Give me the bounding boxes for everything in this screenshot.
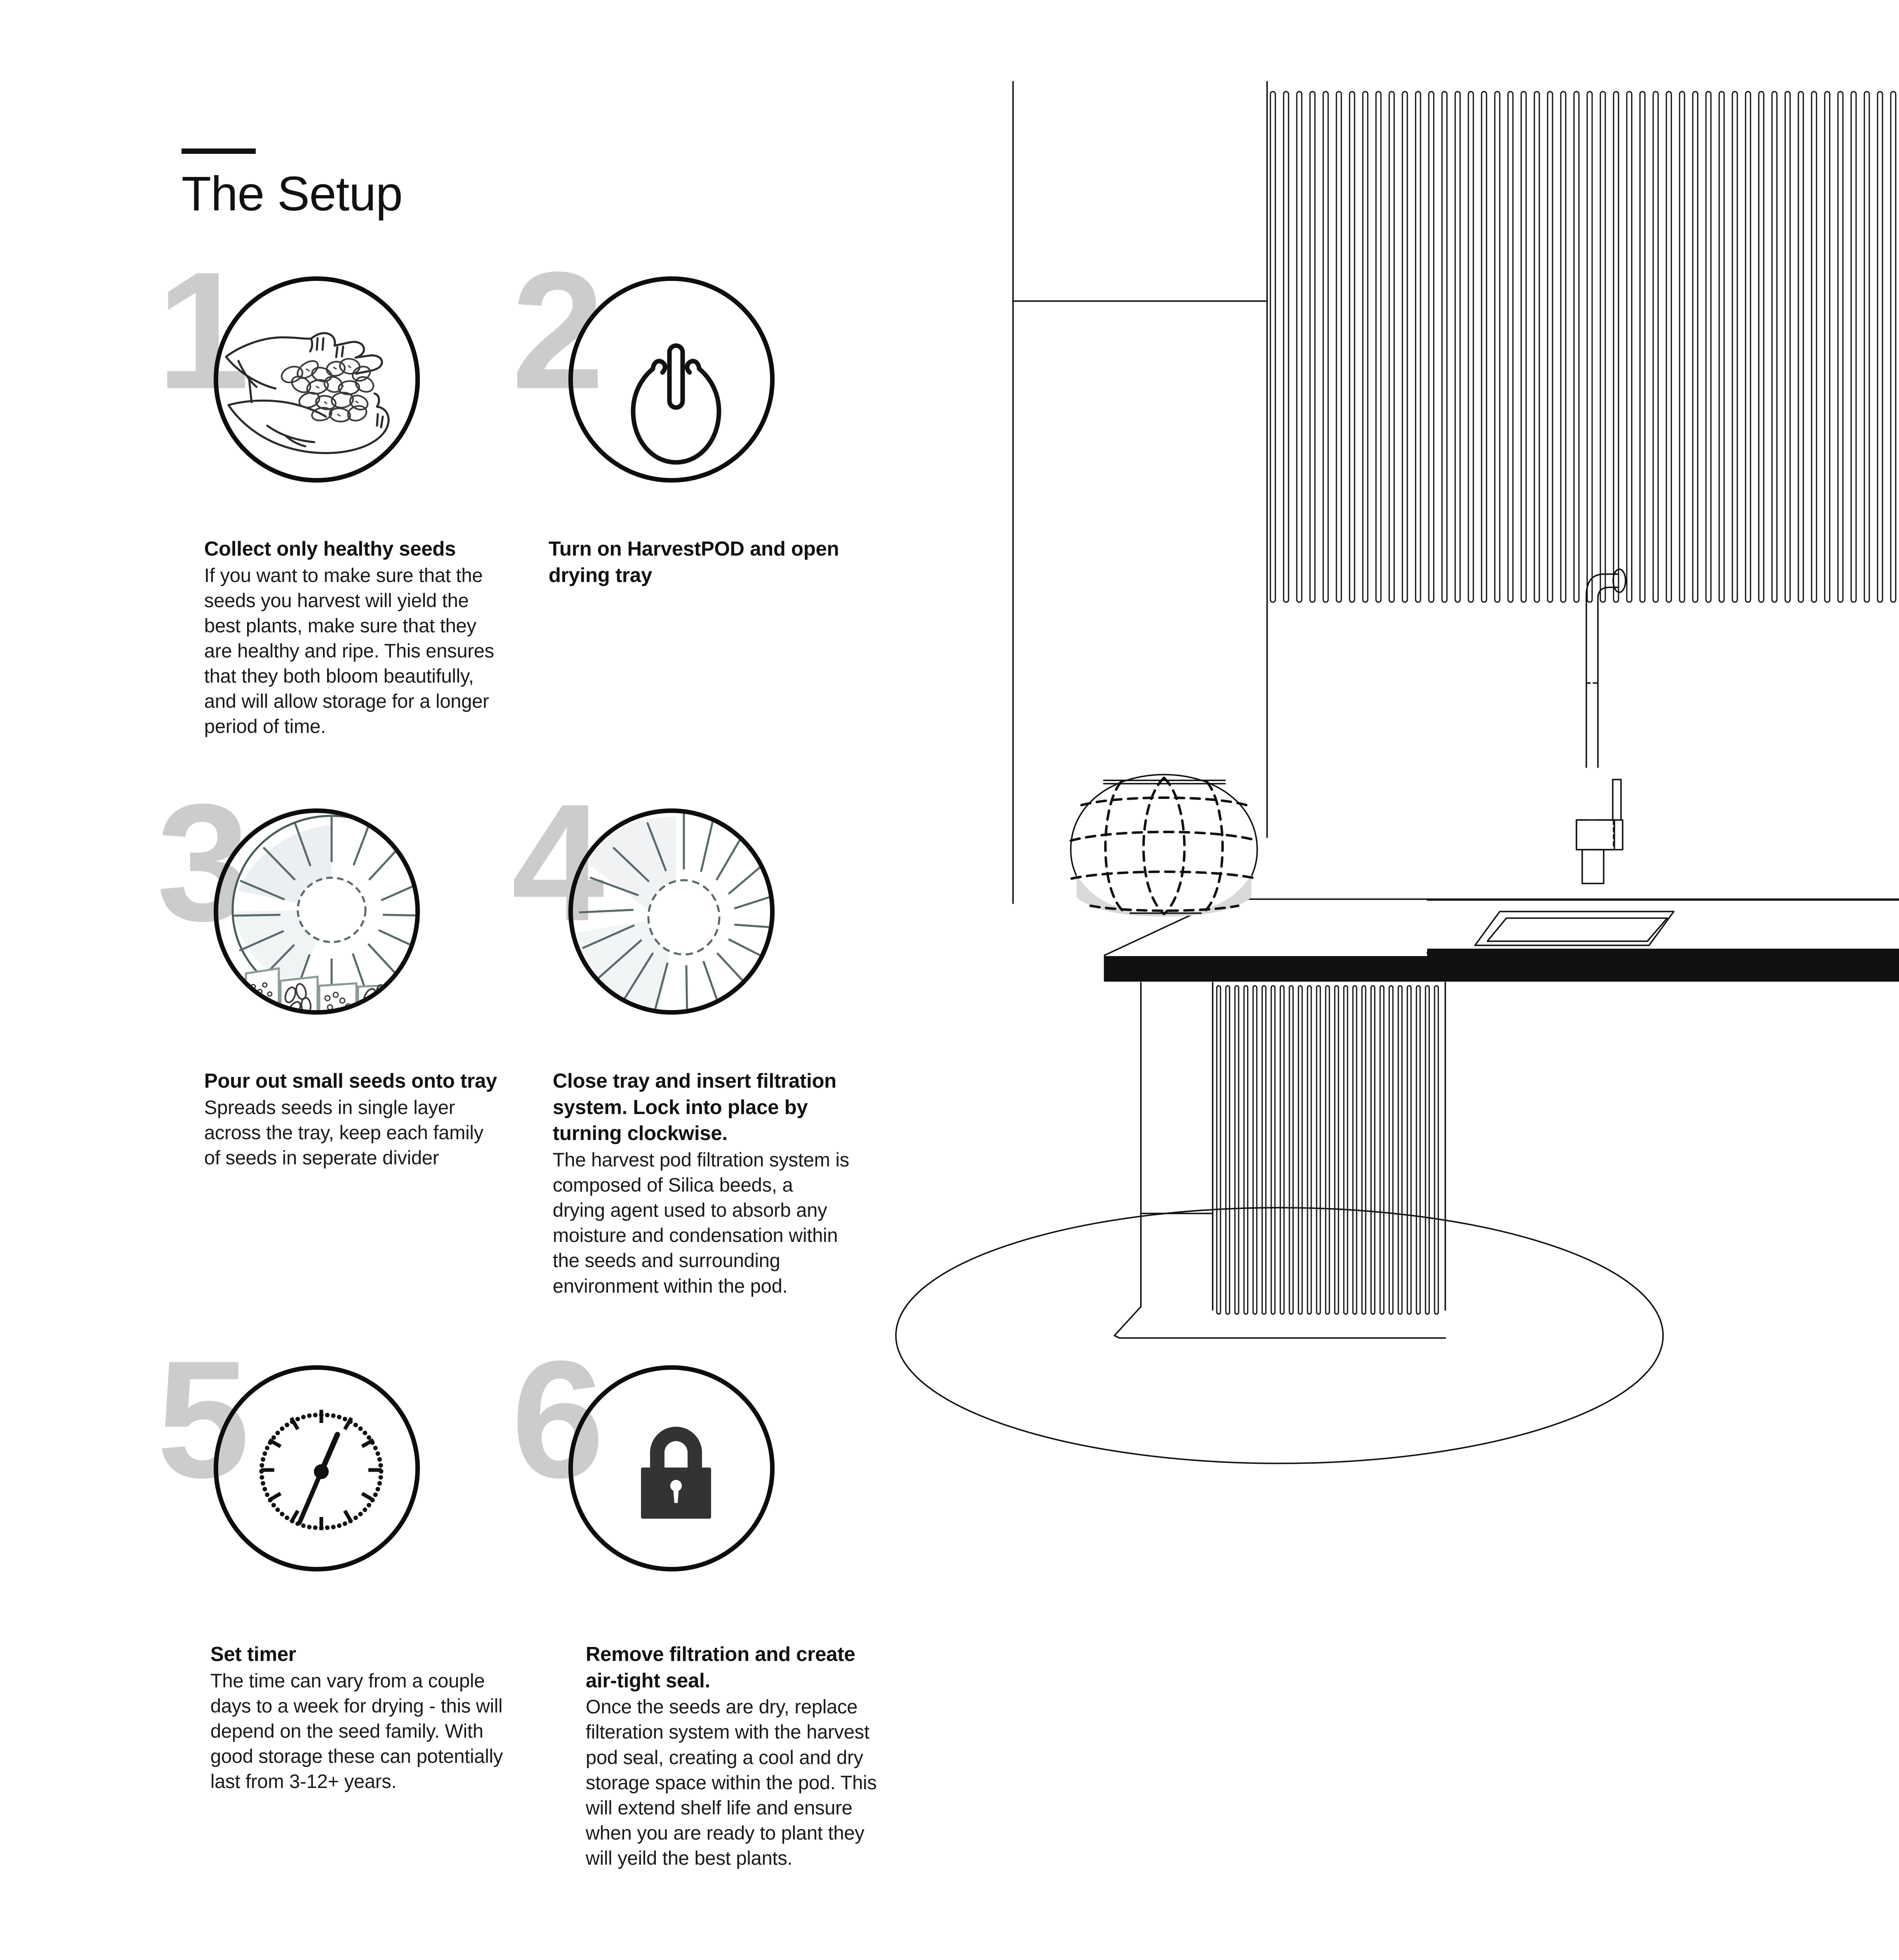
step-icon-wrap: 1 [157, 247, 420, 495]
step-item-5: 5 [157, 1336, 503, 1792]
open-radial-tray-with-seeds-illustration [214, 808, 420, 1015]
step-body-5: The time can vary from a couple days to … [210, 1669, 503, 1793]
step-heading-4: Close tray and insert filtration system.… [553, 1070, 836, 1145]
step-item-1: 1 [157, 247, 494, 737]
step-item-2: 2 Turn on HarvestPOD and open drying tra… [511, 247, 839, 587]
step-text-5: Set timer The time can vary from a coupl… [210, 1642, 507, 1794]
step-body-3: Spreads seeds in single layer across the… [204, 1096, 483, 1168]
step-body-6: Once the seeds are dry, replace filterat… [586, 1696, 877, 1869]
step-text-1: Collect only healthy seeds If you want t… [204, 536, 501, 739]
closed-radial-tray-illustration [568, 808, 775, 1015]
step-item-6: 6 Remove filtration and create air-tight… [511, 1336, 877, 1869]
page-title: The Setup [181, 167, 403, 221]
kitchen-island-elevation-with-harvestpod [846, 0, 1899, 1551]
step-icon-wrap: 6 [511, 1336, 775, 1584]
step-text-4: Close tray and insert filtration system.… [553, 1068, 850, 1298]
page-title-block: The Setup [181, 148, 403, 221]
step-text-2: Turn on HarvestPOD and open drying tray [549, 536, 846, 589]
step-text-3: Pour out small seeds onto tray Spreads s… [204, 1068, 501, 1170]
lock-icon [568, 1365, 775, 1571]
step-body-4: The harvest pod filtration system is com… [553, 1149, 849, 1297]
step-body-1: If you want to make sure that the seeds … [204, 564, 494, 737]
step-text-6: Remove filtration and create air-tight s… [586, 1642, 883, 1870]
step-heading-3: Pour out small seeds onto tray [204, 1070, 497, 1092]
power-icon [568, 276, 775, 483]
step-icon-wrap: 3 [157, 779, 420, 1027]
step-heading-5: Set timer [210, 1643, 296, 1666]
step-heading-1: Collect only healthy seeds [204, 538, 456, 560]
step-heading-2: Turn on HarvestPOD and open drying tray [549, 538, 839, 587]
clock-icon [214, 1365, 420, 1571]
step-item-4: 4 [511, 779, 849, 1297]
step-heading-6: Remove filtration and create air-tight s… [586, 1643, 855, 1692]
step-icon-wrap: 2 [511, 247, 775, 495]
step-icon-wrap: 5 [157, 1336, 420, 1584]
step-icon-wrap: 4 [511, 779, 775, 1027]
step-item-3: 3 [157, 779, 497, 1168]
hand-with-seeds-illustration [214, 276, 420, 483]
title-rule [181, 148, 256, 154]
